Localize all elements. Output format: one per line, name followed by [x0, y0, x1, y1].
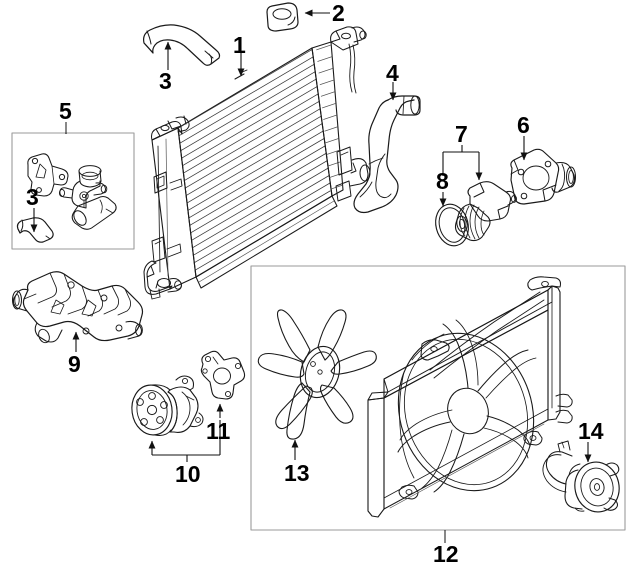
- callout-10[interactable]: 10: [175, 461, 201, 487]
- part-water-hose-small: [16, 217, 54, 243]
- callout-9[interactable]: 9: [68, 351, 81, 377]
- callout-11[interactable]: 11: [206, 418, 231, 444]
- callout-leaders: [30, 9, 592, 543]
- part-radiator-cap: [266, 2, 299, 32]
- part-thermostat-housing: [510, 148, 576, 205]
- callout-8[interactable]: 8: [436, 168, 449, 194]
- callout-5[interactable]: 5: [59, 98, 72, 124]
- part-thermostat-o-ring: [435, 203, 469, 247]
- part-upper-radiator-hose: [143, 24, 221, 66]
- callout-3-upper-hose[interactable]: 3: [159, 68, 172, 94]
- callout-12[interactable]: 12: [433, 541, 459, 567]
- callout-3-kit-hose[interactable]: 3: [26, 184, 39, 210]
- callout-2[interactable]: 2: [332, 0, 345, 26]
- callout-1[interactable]: 1: [233, 32, 246, 58]
- part-hose-connector-pipe: [58, 165, 117, 230]
- part-water-pump-housing: [12, 271, 144, 344]
- part-fan-shroud: [367, 276, 573, 518]
- part-thermostat: [454, 181, 518, 242]
- callout-14[interactable]: 14: [578, 418, 604, 444]
- part-fan-blade: [257, 309, 377, 440]
- callout-6[interactable]: 6: [517, 112, 530, 138]
- part-fan-motor: [542, 440, 620, 513]
- part-water-pump-gasket: [200, 350, 246, 400]
- callout-4[interactable]: 4: [386, 60, 399, 86]
- part-lower-radiator-hose: [353, 95, 421, 214]
- callout-7[interactable]: 7: [455, 121, 468, 147]
- callout-13[interactable]: 13: [284, 460, 310, 486]
- part-water-pump: [131, 375, 204, 436]
- part-radiator: [143, 26, 371, 300]
- group-boxes: [11, 132, 626, 531]
- part-mounting-bracket: [27, 153, 69, 197]
